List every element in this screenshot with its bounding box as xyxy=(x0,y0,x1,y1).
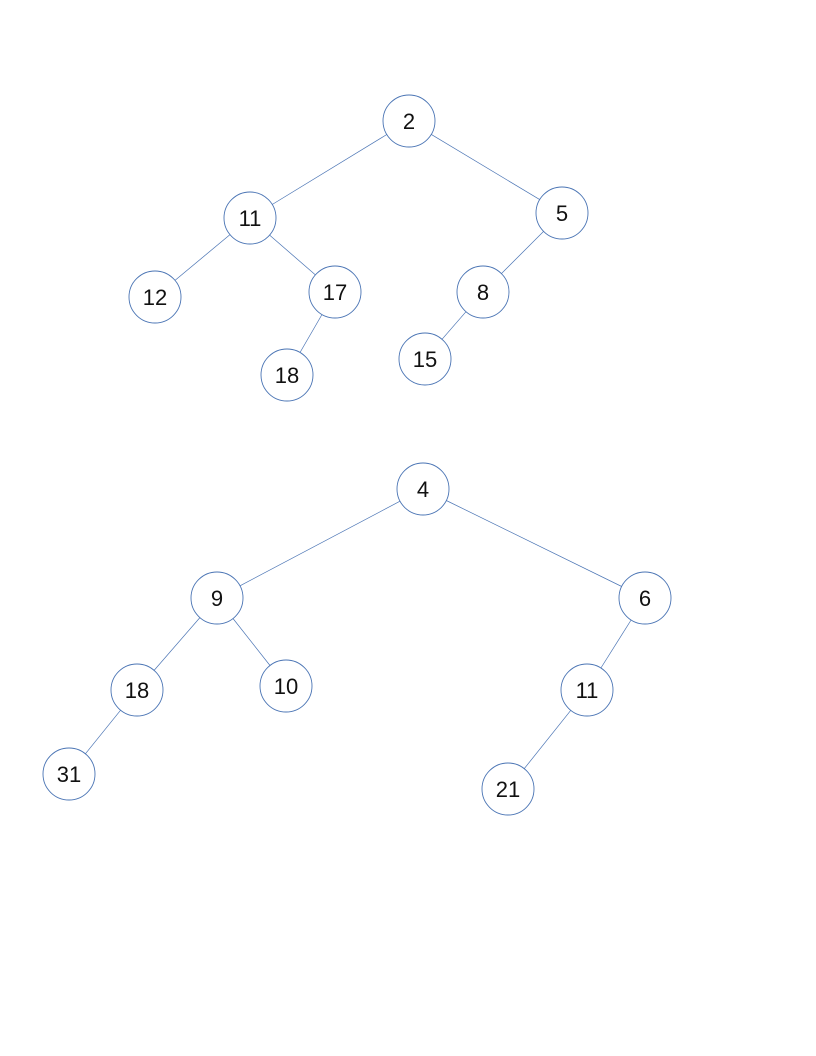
node-label: 5 xyxy=(556,201,568,226)
tree-node: 31 xyxy=(42,747,96,801)
tree-edge xyxy=(501,231,544,274)
node-circle xyxy=(308,265,362,319)
tree-node: 2 xyxy=(382,94,436,148)
node-circle xyxy=(382,94,436,148)
node-label: 31 xyxy=(57,762,81,787)
node-label: 2 xyxy=(403,109,415,134)
tree-edge xyxy=(299,314,323,353)
node-label: 18 xyxy=(125,678,149,703)
node-label: 11 xyxy=(576,678,599,703)
tree-node: 11 xyxy=(223,191,277,245)
tree-edge xyxy=(85,709,121,755)
tree-node: 5 xyxy=(535,186,589,240)
tree-edge xyxy=(441,311,467,340)
node-label: 12 xyxy=(143,285,167,310)
tree-node: 18 xyxy=(260,348,314,402)
node-circle xyxy=(190,571,244,625)
node-circle xyxy=(259,659,313,713)
tree-node: 21 xyxy=(481,762,535,816)
node-label: 21 xyxy=(496,777,520,802)
node-label: 10 xyxy=(274,674,298,699)
node-circle xyxy=(535,186,589,240)
tree-node: 18 xyxy=(110,663,164,717)
tree-edge xyxy=(269,234,316,276)
node-label: 9 xyxy=(211,586,223,611)
tree-edge xyxy=(153,617,201,671)
node-label: 4 xyxy=(417,477,429,502)
tree-edge xyxy=(600,619,632,669)
node-label: 15 xyxy=(413,347,437,372)
node-label: 8 xyxy=(477,280,489,305)
node-circle xyxy=(396,462,450,516)
node-circle xyxy=(128,270,182,324)
node-circle xyxy=(110,663,164,717)
tree-node: 11 xyxy=(560,663,614,717)
node-circle xyxy=(42,747,96,801)
tree-node: 12 xyxy=(128,270,182,324)
tree-node: 6 xyxy=(618,571,672,625)
tree-node: 17 xyxy=(308,265,362,319)
node-circle xyxy=(456,265,510,319)
tree-node: 9 xyxy=(190,571,244,625)
tree-node: 8 xyxy=(456,265,510,319)
node-label: 6 xyxy=(639,586,651,611)
tree-node: 15 xyxy=(398,332,452,386)
tree-edge xyxy=(239,500,401,587)
node-circle xyxy=(618,571,672,625)
edges-layer xyxy=(85,134,632,769)
node-circle xyxy=(560,663,614,717)
node-circle xyxy=(481,762,535,816)
node-label: 18 xyxy=(275,363,299,388)
tree-edge xyxy=(431,134,540,200)
tree-node: 4 xyxy=(396,462,450,516)
tree-edge xyxy=(272,134,387,205)
tree-edge xyxy=(232,618,271,666)
node-circle xyxy=(223,191,277,245)
node-circle xyxy=(398,332,452,386)
node-label: 17 xyxy=(323,280,347,305)
node-circle xyxy=(260,348,314,402)
tree-edge xyxy=(523,710,572,769)
nodes-layer: 2 11 5 12 17 8 18 15 4 9 6 18 10 11 31 21 xyxy=(42,94,672,816)
tree-edge xyxy=(446,500,622,587)
tree-node: 10 xyxy=(259,659,313,713)
node-label: 11 xyxy=(239,206,262,231)
tree-edge xyxy=(174,234,231,281)
